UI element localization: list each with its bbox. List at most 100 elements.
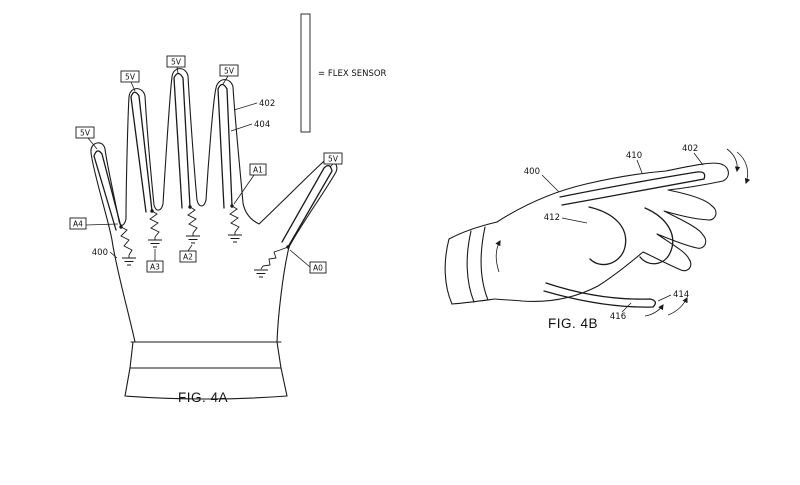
pin-leader-a4 [85,223,119,226]
pin-label-a0: A0 [289,249,327,274]
legend-label: = FLEX SENSOR [318,69,387,79]
supply-text-thumb: 5V [328,155,339,164]
fig-4a: 5V 5V 5V 5V 5V A4 [69,55,343,405]
index-resistor-symbol [229,205,240,233]
pin-box-a4 [69,217,87,230]
ref-414-leader-4b [657,294,672,302]
cuff-band-line-1 [466,230,475,303]
ref-410-4b: 410 [626,151,643,174]
ref-404-leader-4a [230,123,253,132]
ref-414-text-4b: 414 [673,290,689,300]
pin-text-a4: A4 [73,220,83,229]
ref-400-4b: 400 [524,167,560,193]
ref-402-text-4a: 402 [259,99,275,109]
ref-402-4a: 402 [233,99,275,111]
pin-label-a3: A3 [146,249,164,273]
ref-416-text-4b: 416 [610,312,626,322]
pinky-resistor-symbol [120,226,133,256]
bottom-motion-arrow-1 [667,296,688,316]
fingertip-motion-arrow-1 [736,151,751,185]
pin-label-a2: A2 [179,244,197,263]
supply-label-pinky: 5V [75,126,98,150]
ref-402-leader-4a [233,102,258,111]
pin-text-a1: A1 [253,166,263,175]
pin-box-a0 [309,261,327,274]
supply-label-index: 5V [219,64,239,85]
cuff-band-line-2 [480,226,489,301]
supply-text-ring: 5V [125,73,136,82]
supply-stub-thumb [329,163,334,168]
ref-400-text-4a: 400 [92,248,108,258]
ref-400-4a: 400 [92,248,118,259]
index-flex-sensor-4b [559,171,706,206]
glove-cuff-4a [124,341,288,400]
pin-box-a3 [146,260,164,273]
pin-leader-a1 [233,174,255,205]
supply-box-index [219,64,239,77]
cuff-top-edge-4b [448,221,498,240]
ref-416-leader-4b [621,302,632,313]
flex-sensor-legend-bar [300,13,311,133]
supply-box-ring [120,70,140,83]
cuff-right-edge [276,341,282,369]
gauntlet-bottom-edge [124,395,288,400]
pin-text-a2: A2 [183,253,193,262]
fingertip-motion-arrow-2 [726,148,741,173]
ref-400-leader-4a [109,251,118,259]
pin-leader-a2 [187,244,193,252]
supply-label-thumb: 5V [323,152,343,168]
bottom-motion-arrow-2 [644,304,664,317]
gauntlet-right-edge [280,367,288,397]
ref-404-4a: 404 [230,120,270,132]
pin-box-a2 [179,250,197,263]
ref-412-leader-4b [561,217,588,224]
pin-label-a1: A1 [233,163,267,205]
pinky-ground-symbol [122,255,136,266]
wrist-motion-arrow [495,240,501,273]
flex-sensor-legend: = FLEX SENSOR [300,13,387,133]
thumb-resistor-symbol [262,246,289,267]
ring-ground-symbol [148,237,162,248]
supply-text-middle: 5V [171,58,182,67]
ref-414-4b: 414 [657,290,689,302]
supply-box-thumb [323,152,343,165]
pin-label-a4: A4 [69,217,119,230]
supply-box-middle [166,55,186,68]
cuff-left-edge-4b [444,238,453,305]
supply-label-middle: 5V [166,55,186,74]
pin-box-a1 [249,163,267,176]
bottom-flex-sensor-4b [543,282,657,308]
fig-4b: 400 410 402 412 414 416 FIG. 4B [444,144,751,331]
thumb-flex-sensor [281,164,333,248]
supply-box-pinky [75,126,95,139]
middle-ground-symbol [186,233,200,244]
figure-caption-4b: FIG. 4B [548,316,598,331]
supply-stub-pinky [87,137,98,150]
cuff-left-edge [129,341,134,369]
ref-402-4b: 402 [682,144,704,166]
ref-410-leader-4b [636,159,643,174]
middle-flex-sensor [173,72,191,209]
middle-flex-sensor-4b [588,206,627,266]
ref-402-text-4b: 402 [682,144,698,154]
thumb-ground-symbol [254,265,268,278]
cuff-bottom-edge-4b [451,298,496,305]
pinky-flex-sensor [93,150,122,231]
supply-stub-middle [176,66,179,74]
pin-text-a3: A3 [150,263,160,272]
ref-400-leader-4b [541,174,560,193]
ring-resistor-symbol [149,210,160,238]
supply-text-index: 5V [224,67,235,76]
pin-leader-a0 [289,249,311,268]
middle-resistor-symbol [187,206,198,234]
supply-text-pinky: 5V [80,129,91,138]
ref-412-4b: 412 [544,213,588,224]
ring-flex-sensor-4b [639,207,674,265]
ref-412-text-4b: 412 [544,213,560,223]
figure-caption-4a: FIG. 4A [178,390,228,405]
ref-400-text-4b: 400 [524,167,540,177]
glove-cuff-4b [444,221,498,305]
pin-text-a0: A0 [313,264,323,273]
